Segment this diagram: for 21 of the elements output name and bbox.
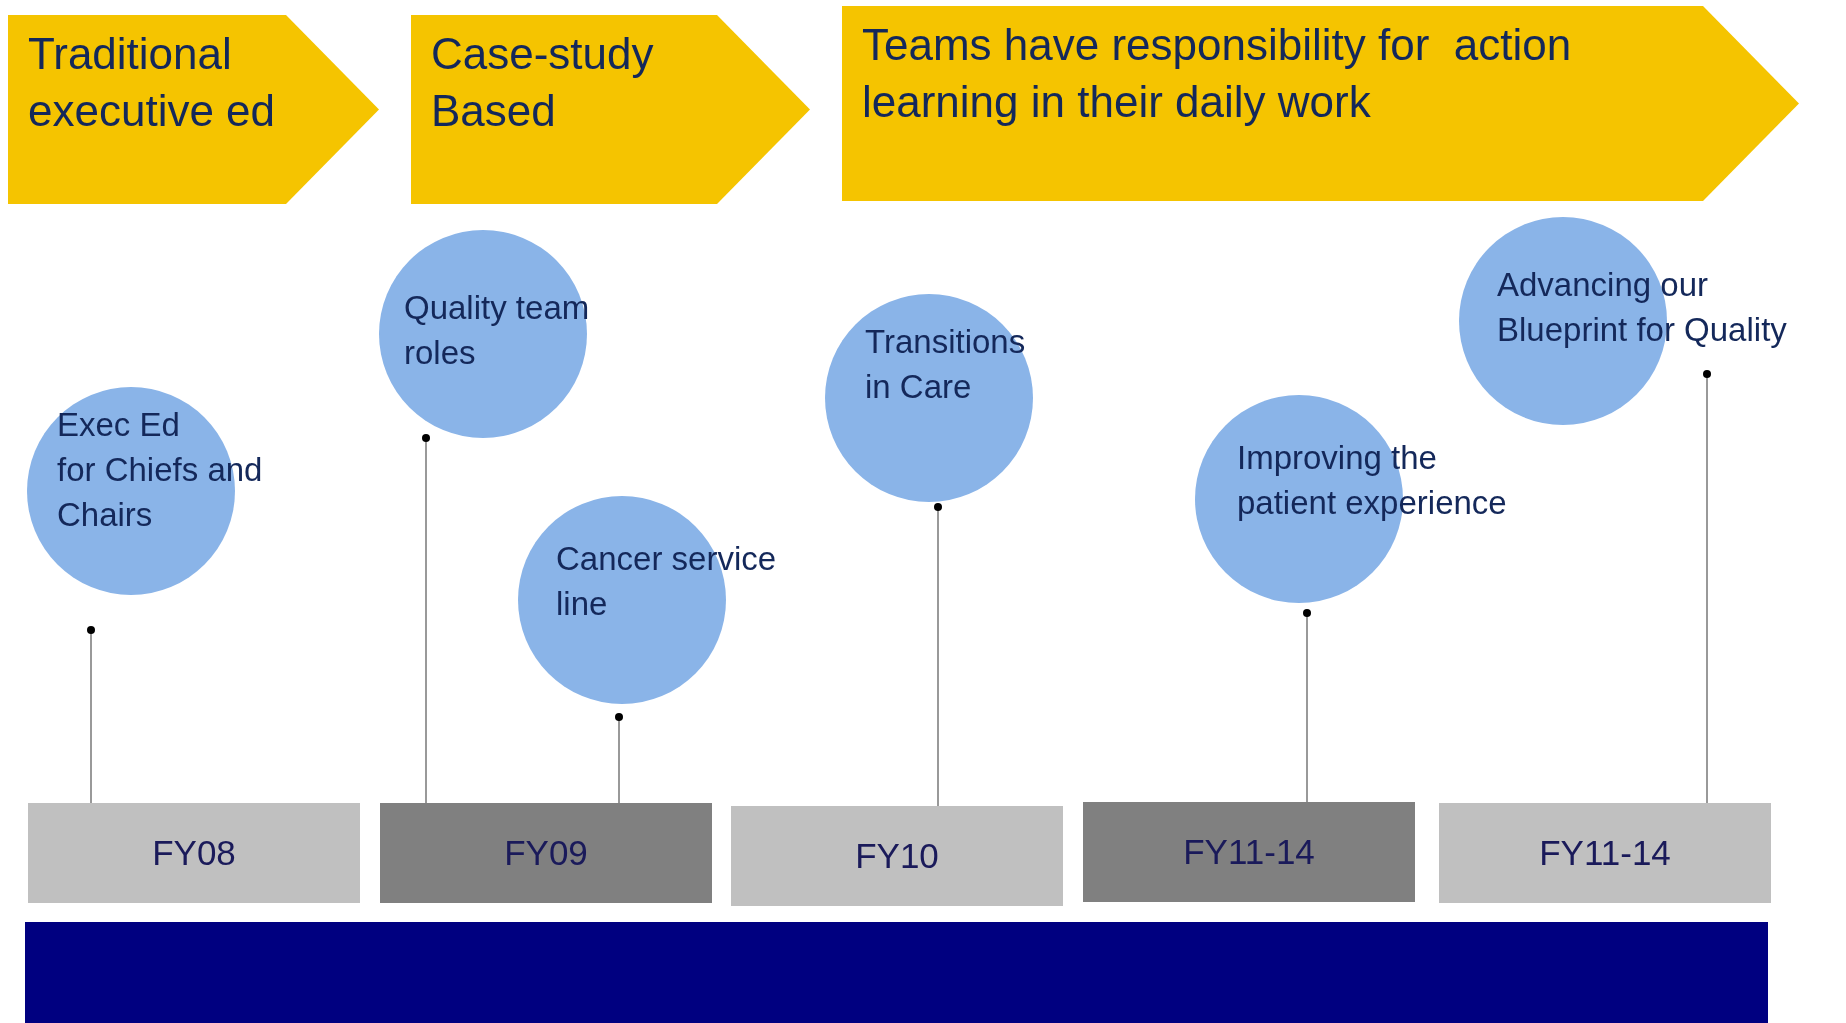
pin-line bbox=[422, 434, 430, 804]
year-box: FY09 bbox=[380, 803, 712, 903]
year-box: FY11-14 bbox=[1439, 803, 1771, 903]
year-box: FY11-14 bbox=[1083, 802, 1415, 902]
year-box: FY10 bbox=[731, 806, 1063, 906]
milestone-label: Improving the patient experience bbox=[1237, 438, 1507, 523]
pin-line bbox=[1303, 609, 1311, 803]
pin-line bbox=[934, 503, 942, 807]
phase-label: Case-study Based bbox=[431, 28, 655, 137]
footer-bar bbox=[25, 922, 1768, 1023]
pin-line bbox=[1703, 370, 1711, 804]
milestone-label: Exec Ed for Chiefs and Chairs bbox=[57, 405, 263, 535]
milestone-label: Cancer service line bbox=[556, 539, 777, 624]
phase-banner bbox=[8, 15, 379, 204]
phase-banner bbox=[842, 6, 1799, 201]
pin-line bbox=[615, 713, 623, 804]
pin-line bbox=[87, 626, 95, 804]
year-box: FY08 bbox=[28, 803, 360, 903]
phase-banner bbox=[411, 15, 810, 204]
phase-label: Traditional executive ed bbox=[28, 28, 277, 137]
phase-label: Teams have responsibility for action learning in their daily work bbox=[862, 19, 1573, 128]
